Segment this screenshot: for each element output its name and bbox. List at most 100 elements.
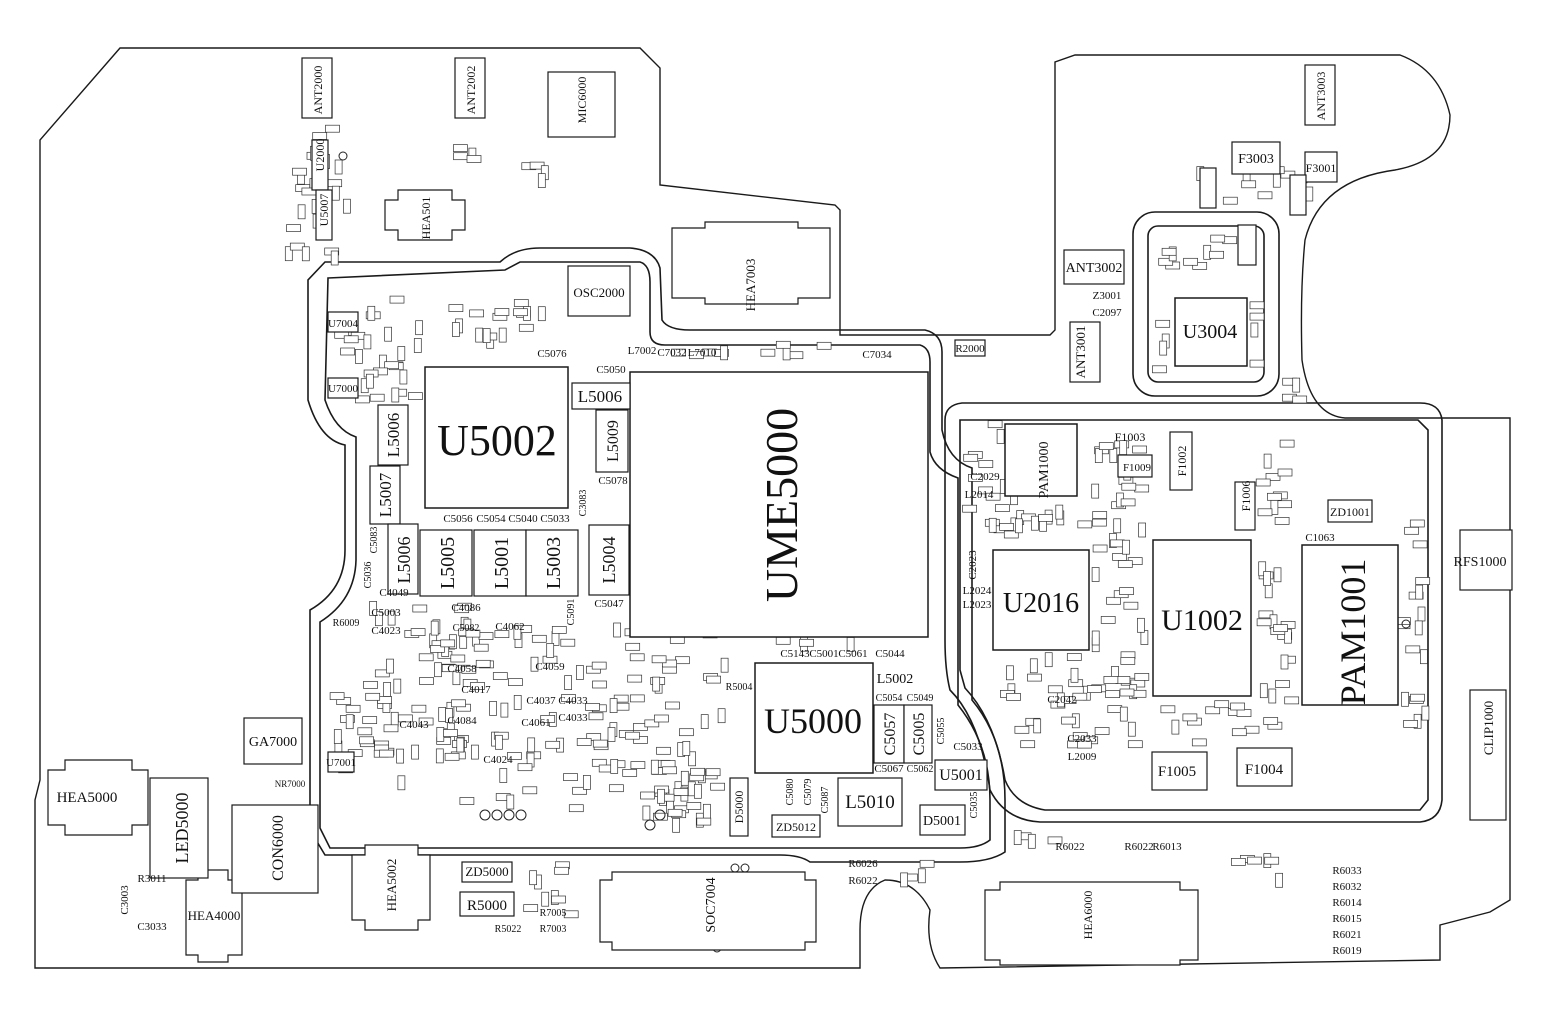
shield-rf [944,402,1443,823]
label-u5007: U5007 [317,194,331,227]
passive-pad [482,328,491,343]
u2016-body [992,549,1090,651]
label-l2023: L2023 [963,599,992,611]
label-led5000: LED5000 [172,793,192,864]
passive-pad [1159,340,1168,356]
passive-pad [1091,483,1100,499]
label-c5091: C5091 [566,599,577,626]
label-c4084: C4084 [447,715,477,727]
passive-pad [694,783,702,799]
label-c5062: C5062 [907,764,934,775]
label-hea5002: HEA5002 [384,859,399,912]
passive-pad [292,167,307,176]
passive-pad [1412,540,1428,549]
passive-pad [286,224,301,232]
major-components [47,57,1513,966]
passive-pad [453,144,468,152]
passive-pad [978,460,994,468]
passive-pad [453,152,468,161]
label-l2009: L2009 [1068,751,1097,763]
label-r6033: R6033 [1332,865,1362,877]
passive-pad [609,698,618,713]
label-ant2000: ANT2000 [311,66,325,115]
passive-pad [588,712,604,721]
passive-pad [478,632,494,640]
passive-pad [1292,395,1308,404]
passive-pad [978,486,993,495]
passive-pads [284,124,1431,919]
passive-pad [563,910,579,919]
passive-pad [667,808,683,817]
label-hea7003: HEA7003 [743,259,758,312]
label-u7001: U7001 [326,757,356,769]
passive-pad [1231,858,1246,866]
label-c5087: C5087 [820,787,831,814]
passive-pad [551,895,566,904]
passive-pad [1119,688,1135,697]
vias [338,151,1411,953]
passive-pad [391,387,400,403]
passive-pad [592,739,608,748]
passive-pad [541,891,550,907]
passive-pad [1255,478,1271,487]
label-zd1001: ZD1001 [1330,505,1370,519]
passive-pad [710,782,725,791]
passive-pad [775,340,791,349]
passive-pad [355,395,370,404]
passive-pad [680,770,689,786]
passive-pad [1258,561,1267,577]
passive-pad [1182,713,1198,722]
label-hea4000: HEA4000 [188,908,241,923]
passive-pad [963,453,979,462]
passive-pad [1006,693,1021,701]
passive-pad [962,504,977,513]
passive-pad [799,638,814,647]
passive-pad [1091,630,1100,646]
passive-pad [999,523,1014,531]
passive-pad [609,784,624,793]
passive-pad [448,304,464,312]
passive-pad [329,692,345,700]
passive-pad [1279,439,1295,448]
passive-pad [1137,617,1145,633]
passive-pad [363,681,378,689]
passive-pad [1414,620,1423,636]
passive-pad [384,361,399,370]
passive-pad [1247,856,1262,865]
passive-pad [690,767,705,776]
label-hea6000: HEA6000 [1081,891,1095,940]
label-f1006: F1006 [1239,481,1253,512]
ume5000-body [629,371,929,638]
passive-pad [1277,500,1292,509]
passive-pad [1222,196,1238,205]
passive-pad [1263,571,1271,586]
passive-pad [340,347,355,356]
passive-pad [369,601,377,616]
label-l7002: L7002 [628,345,657,357]
passive-pad [1183,257,1198,266]
label-u3004: U3004 [1183,321,1237,343]
label-f3001: F3001 [1306,161,1337,175]
passive-pad [720,345,728,361]
label-c2097: C2097 [1092,307,1122,319]
passive-pad [985,492,1001,501]
passive-pad [355,349,363,364]
passive-pad [1109,448,1118,463]
label-c5050: C5050 [596,364,626,376]
label-l5004: L5004 [599,537,619,584]
passive-pad [537,306,546,322]
passive-pad [775,636,791,645]
label-r6021: R6021 [1332,929,1361,941]
passive-pad [568,804,584,813]
passive-pad [1257,508,1273,517]
label-c5035: C5035 [969,792,980,819]
passive-pad [366,373,374,389]
passive-pad [1275,872,1283,888]
label-ant2002: ANT2002 [464,66,478,115]
passive-pad [1231,728,1247,737]
passive-pad [1284,696,1300,705]
passive-pad [359,736,374,745]
passive-pad [1160,705,1176,714]
passive-pad [284,246,293,262]
